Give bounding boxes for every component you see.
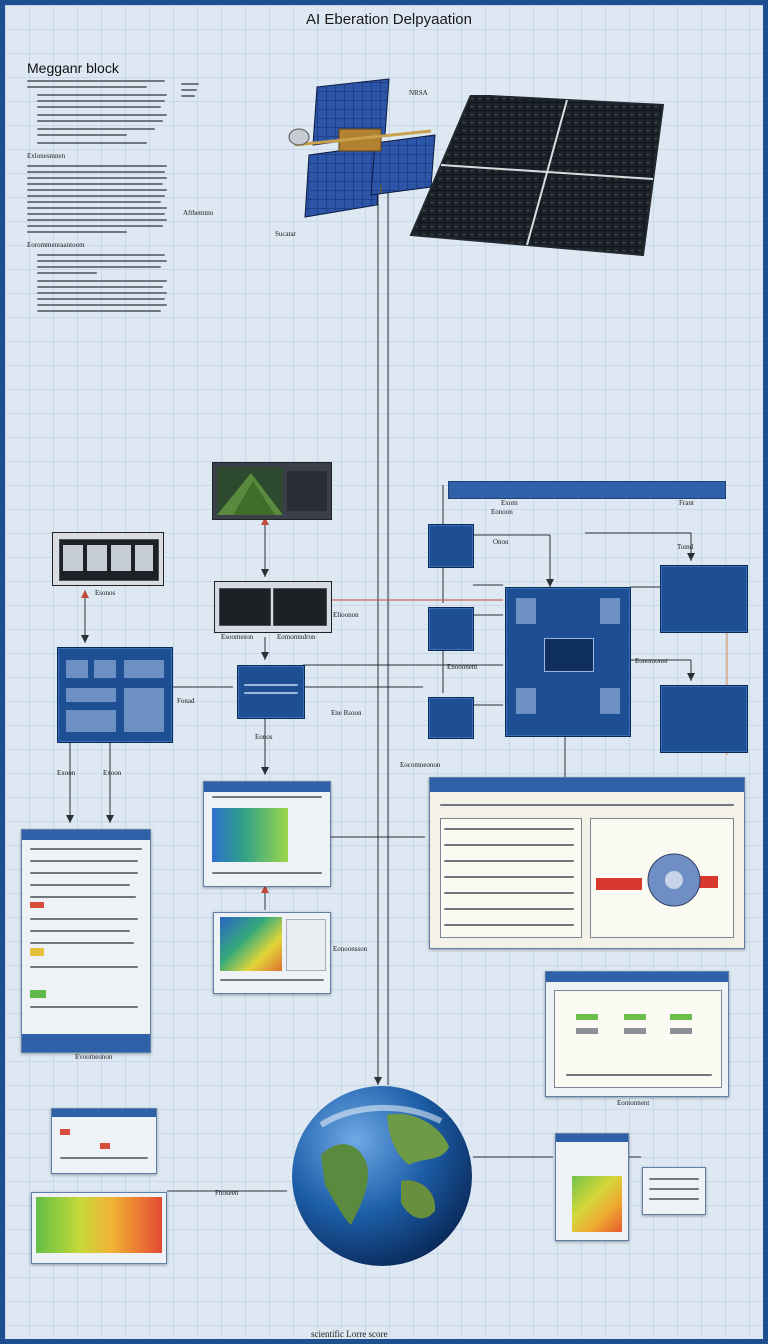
network-node-4 <box>660 565 748 633</box>
gradient-chart-window <box>555 1133 629 1241</box>
network-hub <box>505 587 631 737</box>
heatmap-window-a <box>203 781 331 887</box>
network-node-3 <box>428 697 474 739</box>
heatmap-window-b <box>213 912 331 994</box>
label-eontonnent: Eontonnent <box>617 1099 650 1107</box>
label-tomd: Tomd <box>677 543 694 551</box>
network-node-2 <box>428 607 474 651</box>
label-evoomeonon: Evoomeonon <box>75 1053 113 1061</box>
label-eonos: Eonos <box>255 733 273 741</box>
text-block-heading: Megganr block <box>27 60 119 76</box>
text-block-section2: Eorommenraantoom <box>27 241 85 249</box>
text-block: Megganr block Exlonesmnen Eorommenraanto… <box>27 60 177 450</box>
network-node-5 <box>660 685 748 753</box>
data-table-window <box>429 777 745 949</box>
label-onon: Onon <box>493 538 509 546</box>
label-fnoseen: Fnoseen <box>215 1189 239 1197</box>
process-node-center <box>237 665 305 719</box>
label-exoon-1: Exoon <box>57 769 76 777</box>
label-nrsa: NRSA <box>409 89 428 97</box>
list-window-left <box>21 829 151 1053</box>
heatmap-grid-widget <box>31 1192 167 1264</box>
text-block-section1: Exlonesmnen <box>27 152 66 160</box>
label-frant: Frant <box>679 499 694 507</box>
grid-widget-small <box>51 1108 157 1174</box>
label-sucatar: Sucatar <box>275 230 296 238</box>
thumbnail-window-a <box>52 532 164 586</box>
label-eomomndron: Eomomndron <box>277 633 316 641</box>
footer-caption: scientific Lorre score <box>311 1329 388 1339</box>
label-elioonon: Elioonon <box>333 611 359 619</box>
label-esonos: Esonos <box>95 589 116 597</box>
earth-globe-icon <box>292 1086 472 1266</box>
label-eocomneonon: Eocomneonon <box>400 761 441 769</box>
label-ene-rsoon: Ene Rsoon <box>331 709 362 717</box>
label-eonomonnt: Eonomonnt <box>635 657 668 665</box>
control-panel-left <box>57 647 173 743</box>
label-exoon-2: Exoon <box>103 769 122 777</box>
terrain-preview <box>212 462 332 520</box>
label-esoomeson: Esoomeson <box>221 633 254 641</box>
connector-lines <box>66 185 728 1192</box>
page-title: AI Eberation Delpyaation <box>306 11 472 28</box>
label-fonad: Fonad <box>177 697 195 705</box>
label-afthemmo: Afthemmo <box>183 209 214 217</box>
satellite-icon <box>288 78 436 218</box>
label-enooonent: Enooonent <box>447 663 478 671</box>
network-control-window <box>545 971 729 1097</box>
text-margin-notes <box>181 81 199 97</box>
label-eonoon: Eonoon <box>491 508 513 516</box>
network-node-1 <box>428 524 474 568</box>
small-table-window <box>642 1167 706 1215</box>
label-eonoonsson: Eonoonsson <box>333 945 368 953</box>
thumbnail-window-b <box>214 581 332 633</box>
solar-panel-icon <box>409 95 665 257</box>
label-exom: Exom <box>501 499 518 507</box>
network-header-bar <box>448 481 726 499</box>
